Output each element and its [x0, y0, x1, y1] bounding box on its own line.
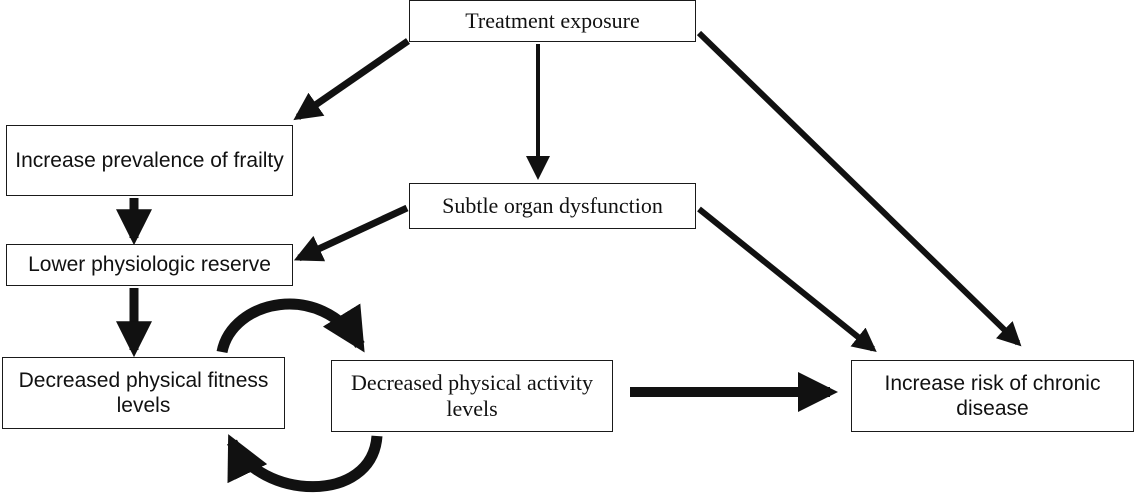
node-decreased-physical-activity-levels: Decreased physical activity levels [331, 360, 613, 432]
curved-arrow-activity-to-fitness [227, 434, 383, 493]
node-subtle-organ-dysfunction-label: Subtle organ dysfunction [442, 192, 663, 218]
arrow-treatment-to-frailty [293, 38, 410, 121]
node-treatment-exposure-label: Treatment exposure [465, 7, 640, 33]
node-treatment-exposure: Treatment exposure [409, 0, 696, 42]
node-lower-physiologic-reserve: Lower physiologic reserve [6, 244, 293, 286]
node-subtle-organ-dysfunction: Subtle organ dysfunction [409, 183, 696, 229]
node-lower-physiologic-reserve-label: Lower physiologic reserve [28, 253, 271, 277]
node-increase-risk-of-chronic-disease: Increase risk of chronic disease [851, 360, 1134, 432]
node-decreased-physical-fitness-levels: Decreased physical fitness levels [2, 357, 285, 429]
node-increase-risk-of-chronic-disease-label: Increase risk of chronic disease [884, 371, 1101, 420]
node-decreased-physical-fitness-levels-label: Decreased physical fitness levels [18, 368, 269, 417]
arrow-subtle-to-reserve [293, 204, 409, 262]
node-increase-prevalence-of-frailty-label: Increase prevalence of frailty [15, 148, 284, 172]
node-increase-prevalence-of-frailty: Increase prevalence of frailty [6, 125, 293, 196]
node-decreased-physical-activity-levels-label: Decreased physical activity levels [351, 369, 593, 421]
arrow-treatment-to-chronic [696, 30, 1022, 347]
arrow-subtle-to-chronic [697, 206, 877, 353]
curved-arrow-fitness-to-activity [216, 298, 365, 354]
